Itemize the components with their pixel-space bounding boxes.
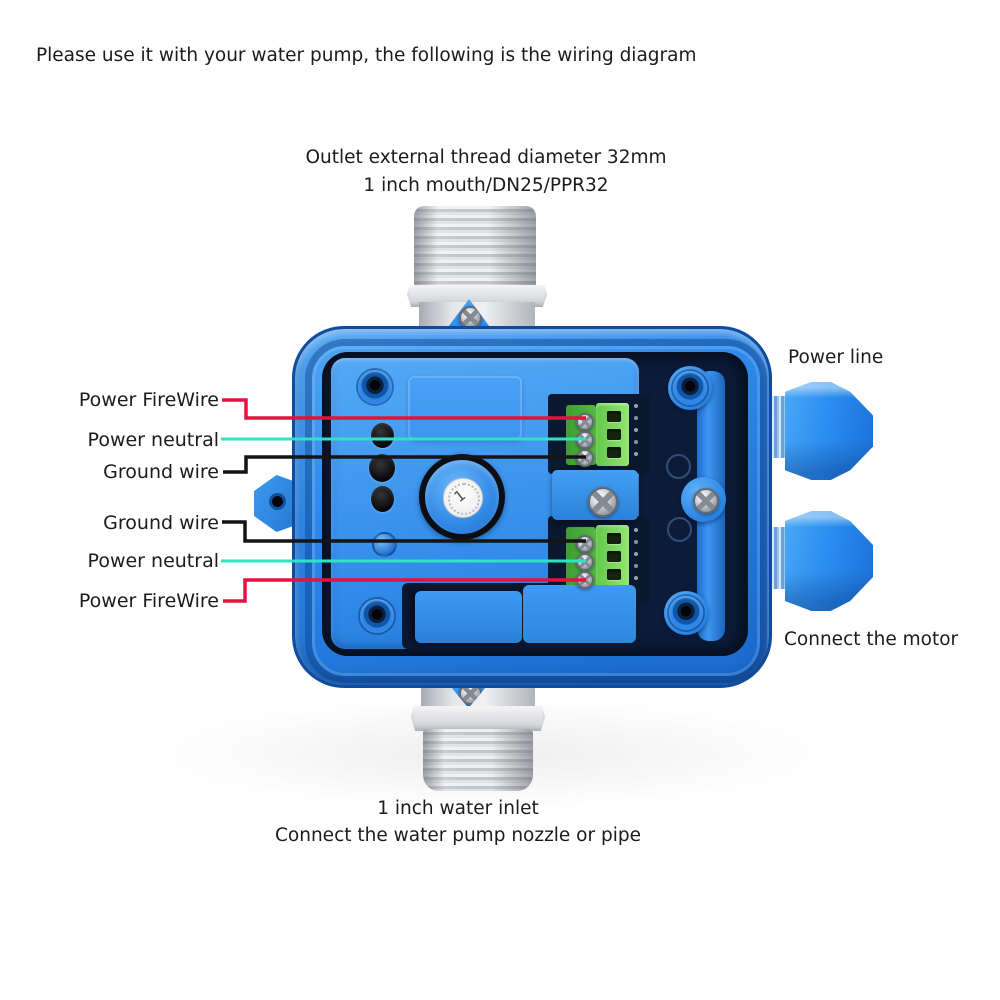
vent-hole — [371, 423, 394, 448]
outlet-thread — [414, 206, 536, 292]
ridge-screw — [693, 488, 719, 514]
terminal-screw — [576, 413, 594, 431]
lid-screw — [669, 596, 703, 630]
relay-block-right — [523, 585, 636, 643]
lid-screw — [360, 599, 394, 633]
terminal-hole — [607, 569, 621, 580]
recessed-hole — [372, 532, 397, 557]
inlet-note-line2: Connect the water pump nozzle or pipe — [275, 825, 641, 846]
vent-hole — [371, 486, 394, 512]
outlet-note-line1: Outlet external thread diameter 32mm — [305, 147, 667, 168]
inlet-note-line1: 1 inch water inlet — [377, 798, 539, 819]
terminal-hole — [607, 551, 621, 562]
wire-label-power-neutral-top: Power neutral — [87, 429, 219, 451]
arm-screw — [588, 487, 618, 517]
vent-hole — [369, 454, 395, 482]
solder-dots-bottom — [634, 528, 638, 532]
terminal-screw — [576, 449, 594, 467]
terminal-screw — [576, 535, 594, 553]
panel-label-plate — [408, 376, 522, 440]
inlet-note: 1 inch water inlet Connect the water pum… — [158, 795, 758, 849]
cable-gland-power — [785, 382, 873, 480]
terminal-screw — [576, 431, 594, 449]
cable-gland-motor — [785, 511, 873, 611]
outlet-collar — [407, 285, 547, 307]
cap-text-ring — [448, 483, 480, 515]
lid-screw — [673, 371, 707, 405]
terminal-hole — [607, 533, 621, 544]
outlet-note: Outlet external thread diameter 32mm 1 i… — [186, 144, 786, 200]
page-title: Please use it with your water pump, the … — [36, 45, 697, 66]
wire-label-power-neutral-bottom: Power neutral — [87, 550, 219, 572]
terminal-hole — [607, 411, 621, 422]
inlet-collar — [411, 706, 545, 731]
power-line-label: Power line — [788, 347, 884, 368]
terminal-hole — [607, 447, 621, 458]
wire-label-power-firewire-top: Power FireWire — [78, 389, 219, 411]
box-rim — [305, 339, 767, 683]
terminal-hole — [607, 429, 621, 440]
molded-emblem — [667, 517, 692, 542]
tab-screw-hole — [269, 493, 286, 510]
wire-label-ground-bottom: Ground wire — [103, 512, 219, 534]
outlet-note-line2: 1 inch mouth/DN25/PPR32 — [363, 175, 609, 196]
solder-dots-top — [634, 404, 638, 408]
terminal-screw — [576, 571, 594, 589]
wire-label-power-firewire-bottom: Power FireWire — [78, 590, 219, 612]
terminal-screw — [576, 553, 594, 571]
molded-emblem — [666, 454, 691, 479]
knob-cap: 1 — [443, 478, 483, 518]
wire-label-ground-top: Ground wire — [103, 461, 219, 483]
relay-block-left — [415, 591, 522, 643]
connect-motor-label: Connect the motor — [784, 629, 959, 650]
inlet-thread — [423, 729, 533, 791]
lid-screw — [358, 370, 392, 404]
